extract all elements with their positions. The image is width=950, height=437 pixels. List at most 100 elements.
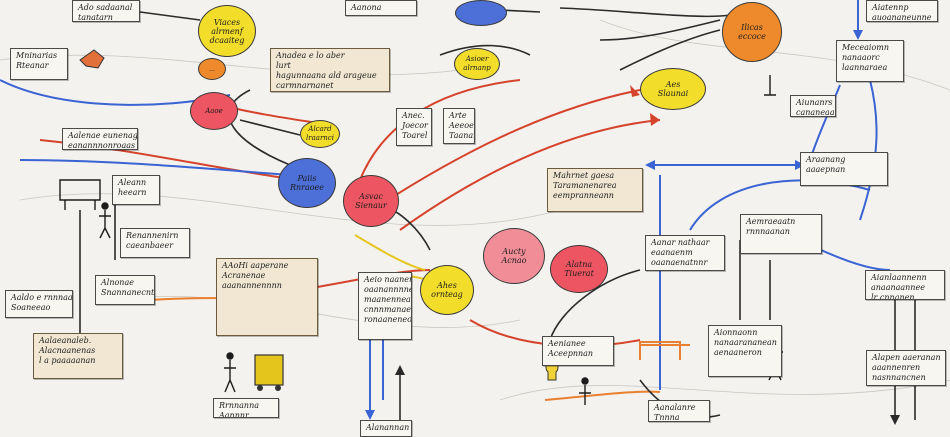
note-text-line: lr cnnanen: [871, 293, 915, 300]
node-label-line: Paiis: [297, 174, 317, 183]
note-text-line: aaaepnan: [806, 165, 846, 174]
node-label-line: dcaaiteg: [209, 35, 245, 45]
node-blue-top[interactable]: [455, 0, 507, 26]
node-orange-small[interactable]: ...: [198, 58, 226, 80]
note-text-line: Acranenae: [222, 271, 266, 280]
note-bottom-1[interactable]: Alanannan: [360, 420, 412, 437]
note-center-list[interactable]: Aeio naaneneaoaanannnnemaanenneandcnnnma…: [358, 272, 412, 340]
node-red-left[interactable]: Aaoe: [190, 92, 238, 130]
connector-red-4: [359, 79, 521, 181]
note-text-line: Aanalanre: [654, 403, 696, 412]
note-text-line: Rteanar: [16, 61, 49, 70]
node-label-line: Aes: [665, 80, 681, 89]
note-text-line: eempranneann: [553, 191, 614, 200]
arrow-head-dark-3: [890, 415, 900, 425]
note-text-line: aaanannennnn: [222, 281, 282, 290]
connectors-dark: [79, 7, 916, 420]
note-text-line: Snannanecnt: [101, 288, 155, 297]
arrow-head-blue-1: [645, 160, 655, 170]
note-text-line: Araanang: [806, 155, 846, 164]
connector-dark-10: [549, 269, 641, 341]
sketch-stick-figure-1: [99, 210, 111, 239]
note-text-line: Anec.: [402, 111, 425, 120]
note-text-line: ronaaneneo: [364, 315, 412, 324]
note-text-line: eaanaenm: [651, 248, 693, 257]
note-text-line: Aeeoe: [449, 121, 474, 130]
node-label-line: ornteag: [431, 290, 463, 299]
node-label-line: eccoce: [738, 32, 766, 41]
note-text-line: carmnarnanet: [276, 81, 334, 90]
note-text-line: lurt: [276, 61, 291, 70]
note-text-line: Mahrnet gaesa: [553, 171, 615, 180]
node-label-line: Alcard: [308, 125, 332, 133]
note-text-line: Soaneeao: [11, 303, 51, 312]
node-label-line: Slaunai: [657, 89, 689, 98]
note-text-line: rnnnaanan: [746, 227, 790, 236]
connector-dark-3: [139, 11, 201, 21]
connector-dark-7: [559, 7, 731, 18]
note-text-line: Arte: [449, 111, 467, 120]
connector-red-2: [379, 89, 641, 206]
arrow-head-red-2: [650, 113, 660, 126]
note-text-line: Alapen aaeranan: [872, 353, 941, 362]
note-top-small[interactable]: Aanona: [345, 0, 417, 16]
note-text-line: Renannenirn: [126, 231, 179, 240]
connector-yellow-1: [354, 234, 426, 271]
sketch-machine: [59, 179, 101, 210]
note-text-line: tanatarn: [78, 13, 113, 22]
note-text-line: nanaarananean: [714, 338, 777, 347]
note-text-line: Anadea e lo aber: [276, 51, 345, 60]
arrow-head-blue-3: [853, 30, 863, 40]
sketch-yellow-cart: [254, 354, 284, 386]
note-text-line: Toarel: [402, 131, 428, 140]
arrow-head-dark-2: [395, 365, 405, 375]
note-text-line: laannaraea: [842, 63, 888, 72]
note-text-line: Aleann: [118, 178, 147, 187]
connector-dark-8: [619, 29, 721, 71]
node-label-line: Ilicas: [741, 23, 763, 32]
note-text-line: Aianlaannenn: [871, 273, 927, 282]
note-text-line: Aemraeaatn: [746, 217, 796, 226]
node-label-line: Tiuerat: [564, 269, 594, 278]
sketch-stick-figure-2: [224, 360, 236, 393]
note-text-line: nasnnancnen: [872, 373, 926, 382]
sketch-stick-figure-3: [579, 385, 591, 405]
connector-dark-18: [599, 19, 721, 41]
arrow-head-blue-4: [365, 410, 375, 420]
